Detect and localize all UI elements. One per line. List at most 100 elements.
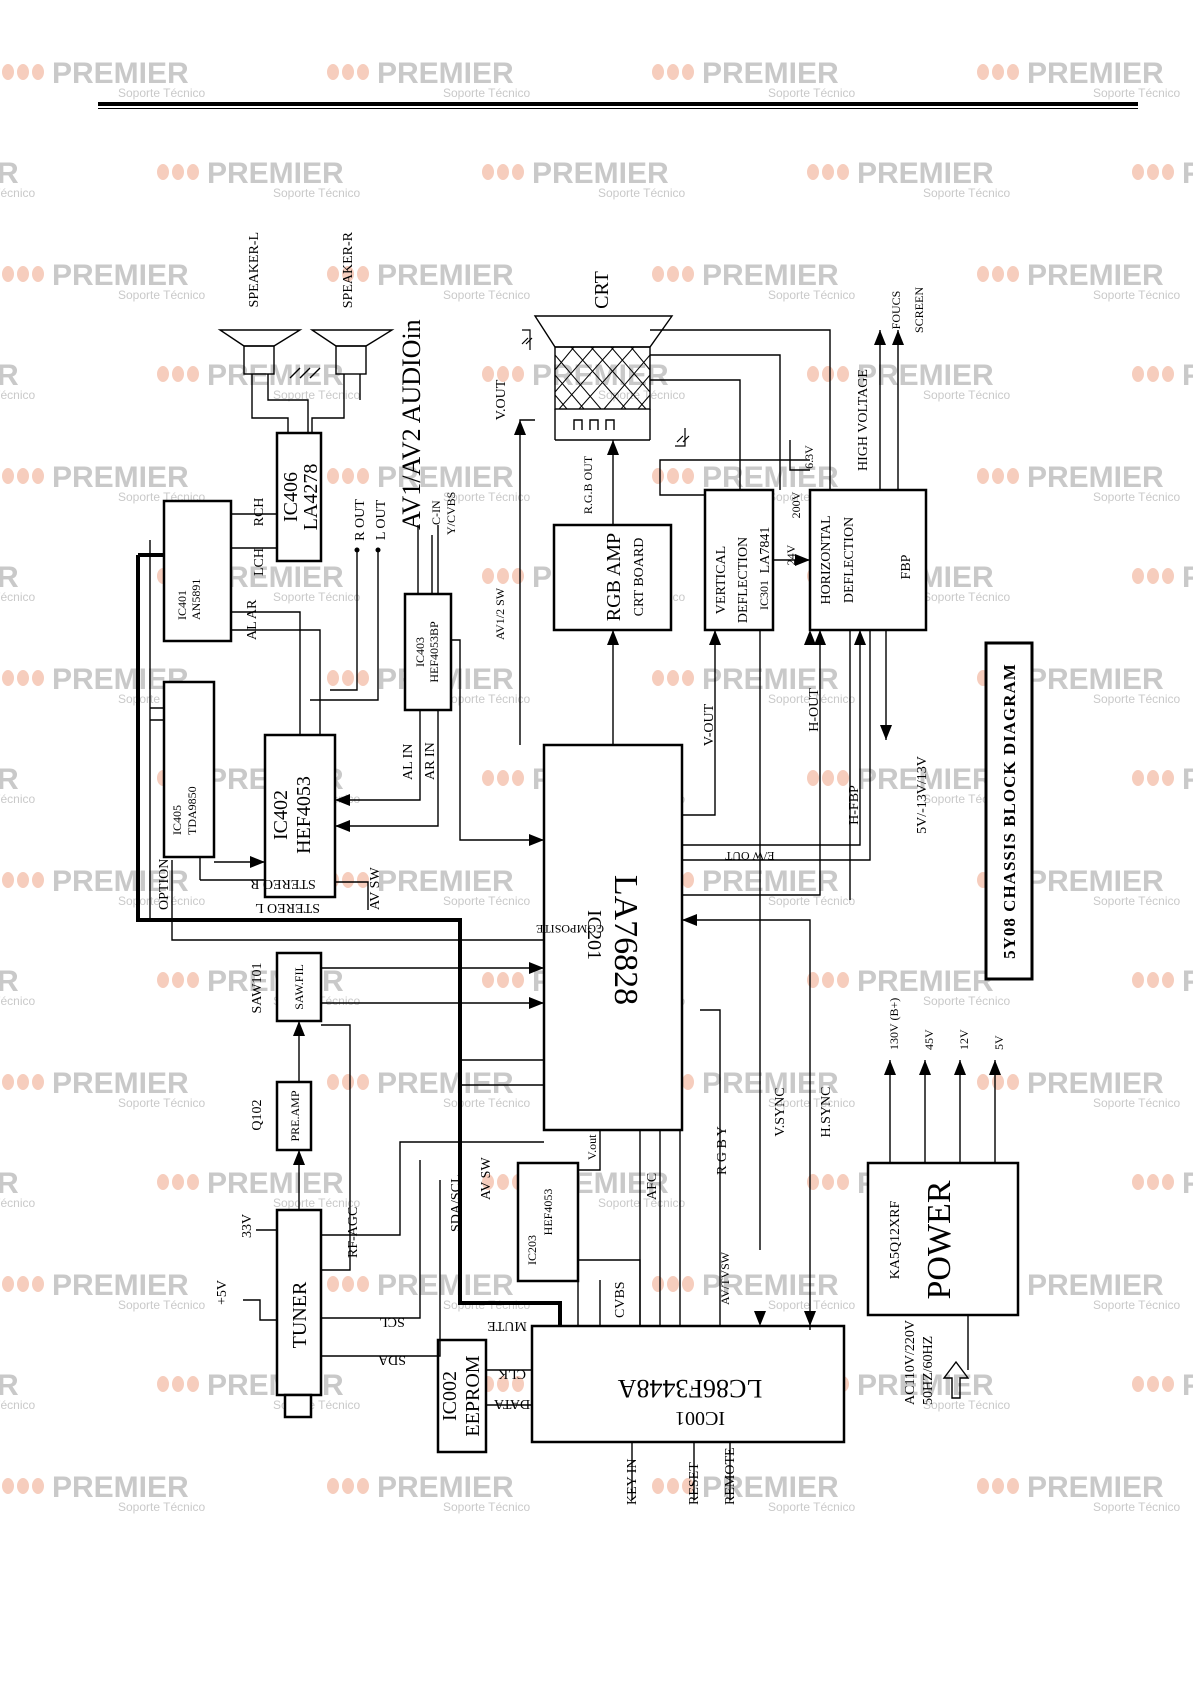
- al-in-label: AL IN: [401, 744, 416, 780]
- power-block: [866, 1161, 1020, 1317]
- rf-agc-label: RF-AGC: [346, 1207, 361, 1258]
- v33-label: 33V: [240, 1214, 255, 1238]
- ic402-ref: IC402: [270, 790, 292, 840]
- speaker-r-icon: [309, 329, 395, 375]
- ic203-ref: IC203: [525, 1235, 539, 1265]
- scl-label: SCL: [379, 1314, 405, 1329]
- ic201-ref: IC201: [583, 910, 605, 960]
- speaker-l-icon: [217, 329, 303, 375]
- power-ref: KA5Q12XRF: [888, 1201, 903, 1280]
- focus-label: FOUCS: [889, 291, 903, 330]
- p130-label: 130V (B+): [887, 998, 901, 1050]
- ic406-name: LA4278: [300, 464, 322, 531]
- title-box: [984, 641, 1034, 981]
- v63-label: 6.3V: [802, 445, 816, 469]
- vertical-deflection-block: [703, 488, 775, 632]
- c-in-label: C-IN: [429, 500, 443, 525]
- v-sync-label: V.SYNC: [773, 1087, 788, 1136]
- p5-label: 5V: [992, 1035, 1006, 1050]
- ic002-block: [436, 1338, 488, 1454]
- ic405-block: [162, 680, 216, 859]
- al-ar-label: AL AR: [245, 599, 260, 640]
- ac-input-arrow: [942, 1360, 970, 1399]
- vertical-ref: IC301: [757, 580, 771, 610]
- saw101-ref: SAW101: [250, 963, 265, 1014]
- power-name: POWER: [921, 1180, 958, 1299]
- v-out-label: V-OUT: [702, 703, 717, 746]
- screen-label: SCREEN: [912, 287, 926, 333]
- v-out-top-label: V.OUT: [494, 379, 509, 420]
- l-out-label: L OUT: [374, 499, 389, 540]
- ic002-ref: IC002: [439, 1371, 461, 1421]
- crt-label: CRT: [591, 271, 613, 309]
- key-in-label: KEY IN: [625, 1458, 640, 1505]
- ic403-block: [403, 592, 453, 712]
- ic201-name: LA76828: [607, 875, 644, 1005]
- h-fbp-label: H-FBP: [847, 785, 862, 825]
- stereo-l-label: STEREO L: [255, 900, 320, 915]
- signal-labels: AV1/AV2 AUDIOin RCH LCH R OUT L OUT C-IN…: [157, 287, 1006, 1505]
- vertical-name: LA7841: [758, 527, 773, 574]
- rgby-label: R G B Y: [715, 1126, 730, 1175]
- rch-label: RCH: [252, 498, 267, 527]
- ic001-block: [530, 1324, 846, 1444]
- stereo-r-label: STEREO R: [249, 876, 315, 891]
- av-tv-sw-label: AV/TVSW: [718, 1251, 732, 1305]
- ic401-block: [162, 499, 233, 643]
- ic406-block: [275, 431, 323, 563]
- afc-label: AFC: [645, 1173, 660, 1200]
- option-label: OPTION: [157, 859, 172, 910]
- fbp-label: FBP: [899, 554, 914, 579]
- ar-in-label: AR IN: [423, 742, 438, 780]
- ac1-label: AC110V/220V: [903, 1320, 918, 1405]
- ic203-name: HEF4053: [541, 1189, 555, 1236]
- vertical-l1: VERTICAL: [714, 546, 729, 614]
- supply-out-label: 5V/-13V/13V: [915, 756, 930, 834]
- q102-block: [275, 1080, 313, 1152]
- composite-label: COMPOSITE: [536, 922, 604, 936]
- rgb-amp-sub: CRT BOARD: [632, 538, 647, 617]
- horizontal-l1: HORIZONTAL: [819, 515, 834, 604]
- v24-label: 24V: [784, 544, 798, 565]
- ic402-name: HEF4053: [293, 776, 315, 854]
- ic401-name: AN5891: [189, 579, 203, 620]
- p5v-label: +5V: [215, 1280, 230, 1305]
- h-sync-label: H.SYNC: [819, 1087, 834, 1138]
- ic403-ref: IC403: [413, 637, 427, 667]
- q102-ref: Q102: [250, 1099, 265, 1130]
- p12-label: 12V: [957, 1029, 971, 1050]
- ground-icons: [521, 329, 690, 447]
- tuner-name: TUNER: [289, 1281, 311, 1348]
- reset-label: RESET: [687, 1462, 702, 1505]
- speaker-l-label: SPEAKER-L: [247, 232, 262, 307]
- high-voltage-label: HIGH VOLTAGE: [856, 369, 871, 471]
- p45-label: 45V: [922, 1029, 936, 1050]
- ic401-ref: IC401: [175, 590, 189, 620]
- ic405-name: TDA9850: [185, 786, 199, 835]
- diagram-title: 5Y08 CHASSIS BLOCK DIAGRAM: [1000, 663, 1019, 959]
- ic405-ref: IC405: [170, 805, 184, 835]
- q102-name: PRE.AMP: [288, 1090, 302, 1141]
- av-sw-label: AV SW: [368, 867, 383, 910]
- ic201-block: [542, 743, 684, 1132]
- ew-out-label: E/W OUT: [724, 849, 774, 863]
- v200-label: 200V: [789, 491, 803, 518]
- ic002-name: EEPROM: [462, 1355, 484, 1436]
- ic402-block: [263, 733, 337, 899]
- rgb-out-label: R.G.B OUT: [581, 455, 595, 514]
- remote-label: REMOTE: [723, 1447, 738, 1505]
- speaker-r-label: SPEAKER-R: [341, 231, 356, 308]
- wires: [136, 329, 996, 1500]
- mute-label: MUTE: [487, 1318, 527, 1333]
- r-out-label: R OUT: [353, 499, 368, 541]
- h-out-label: H-OUT: [807, 688, 822, 732]
- ic001-name: LC86F3448A: [618, 1374, 763, 1403]
- ic203-block: [516, 1161, 580, 1283]
- rgb-amp-name: RGB AMP: [603, 533, 625, 621]
- ic406-ref: IC406: [280, 472, 302, 522]
- ac2-label: 50HZ/60HZ: [921, 1336, 936, 1405]
- arrowheads: [250, 330, 1001, 1326]
- ic403-name: HEF4053BP: [427, 621, 441, 683]
- v-out-small-label: V.out: [585, 1134, 599, 1160]
